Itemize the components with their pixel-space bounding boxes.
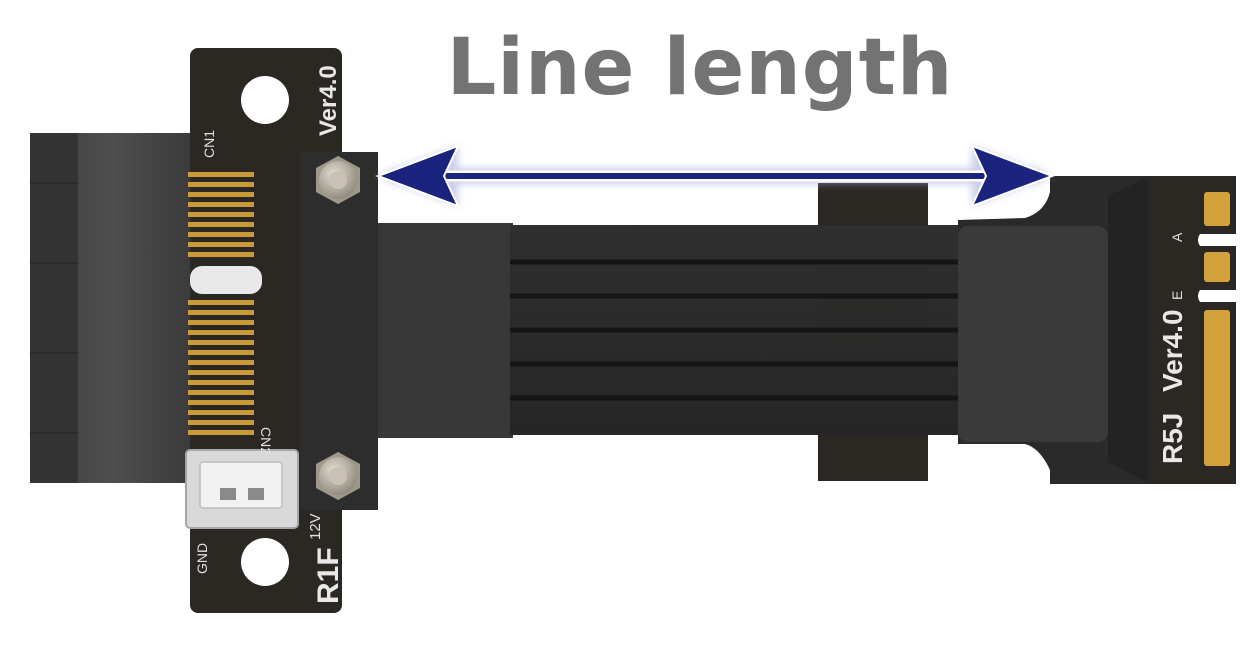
right-board-version: Ver4.0 [1157, 309, 1188, 392]
power-connector [185, 449, 299, 529]
mount-hole-top [241, 76, 289, 124]
page-title: Line length [446, 23, 954, 113]
mount-hole-bottom [241, 538, 289, 586]
cable-clamp [300, 152, 378, 510]
cn1-pins [188, 172, 254, 257]
ribbon-cable [378, 183, 960, 481]
arrow-head-left [375, 144, 460, 208]
pcie-slot-connector [30, 133, 190, 483]
right-pcb-board: A R5J Ver4.0 E [1148, 176, 1236, 484]
ground-label: GND [194, 543, 210, 574]
length-arrow [375, 144, 1055, 208]
m2-connector [958, 176, 1150, 484]
cn2-pins [188, 300, 254, 435]
gold-fingers [1204, 192, 1230, 466]
right-board-version-suffix: E [1169, 291, 1185, 300]
key-label: A [1169, 232, 1185, 242]
screw-bottom [316, 452, 360, 500]
left-board-model: R1F [312, 547, 345, 604]
arrow-head-right [970, 144, 1055, 208]
right-board-model: R5J [1157, 413, 1188, 464]
voltage-label: 12V [307, 513, 324, 540]
left-board-version: Ver4.0 [315, 65, 342, 136]
cn1-label: CN1 [201, 130, 217, 158]
cn2-label: CN2 [258, 427, 274, 455]
screw-top [316, 156, 360, 204]
